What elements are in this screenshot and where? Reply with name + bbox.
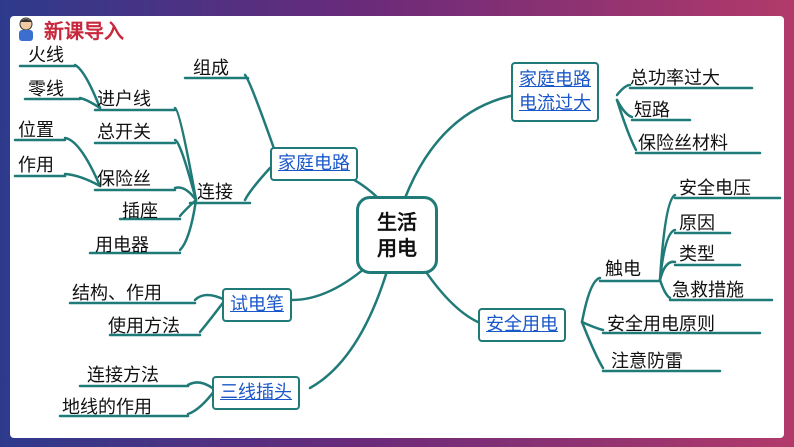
safety-principle-node: 安全用电原则 (607, 314, 715, 335)
appliance-node: 用电器 (95, 235, 149, 256)
socket-node: 插座 (122, 201, 158, 222)
safety-node[interactable]: 安全用电 (478, 308, 566, 342)
first-aid-node: 急救措施 (672, 280, 744, 301)
type-node: 类型 (679, 244, 715, 265)
ground-wire-node: 地线的作用 (62, 397, 152, 418)
overcurrent-link-line1[interactable]: 家庭电路 (519, 69, 591, 90)
lightning-node: 注意防雷 (611, 351, 683, 372)
overcurrent-node[interactable]: 家庭电路 电流过大 (511, 62, 599, 122)
center-line1: 生活 (377, 210, 417, 234)
short-circuit-node: 短路 (634, 100, 670, 121)
household-circuit-link[interactable]: 家庭电路 (278, 153, 350, 174)
safety-link[interactable]: 安全用电 (486, 314, 558, 335)
overcurrent-link-line2[interactable]: 电流过大 (519, 93, 591, 114)
test-pen-node[interactable]: 试电笔 (222, 288, 292, 322)
live-wire-node: 火线 (28, 45, 64, 66)
fuse-node: 保险丝 (97, 169, 151, 190)
main-switch-node: 总开关 (97, 122, 151, 143)
test-pen-link[interactable]: 试电笔 (230, 294, 284, 315)
test-pen-usage-node: 使用方法 (108, 316, 180, 337)
entry-line-node: 进户线 (97, 89, 151, 110)
three-pin-plug-link[interactable]: 三线插头 (220, 382, 292, 403)
student-icon (19, 17, 33, 41)
safe-voltage-node: 安全电压 (679, 178, 751, 199)
page-title: 新课导入 (44, 18, 124, 43)
three-pin-plug-node[interactable]: 三线插头 (212, 376, 300, 410)
household-circuit-node[interactable]: 家庭电路 (270, 147, 358, 181)
fuse-position-node: 位置 (18, 120, 54, 141)
composition-node: 组成 (193, 58, 229, 79)
electric-shock-node: 触电 (605, 259, 641, 280)
center-line2: 用电 (377, 236, 417, 260)
header: 新课导入 (14, 10, 124, 48)
overload-node: 总功率过大 (630, 68, 720, 89)
connect-method-node: 连接方法 (87, 365, 159, 386)
fuse-function-node: 作用 (18, 155, 54, 176)
test-pen-structure-node: 结构、作用 (72, 283, 162, 304)
connection-node: 连接 (197, 182, 233, 203)
fuse-material-node: 保险丝材料 (638, 133, 728, 154)
center-node: 生活 用电 (356, 196, 438, 274)
cause-node: 原因 (679, 213, 715, 234)
neutral-wire-node: 零线 (28, 79, 64, 100)
